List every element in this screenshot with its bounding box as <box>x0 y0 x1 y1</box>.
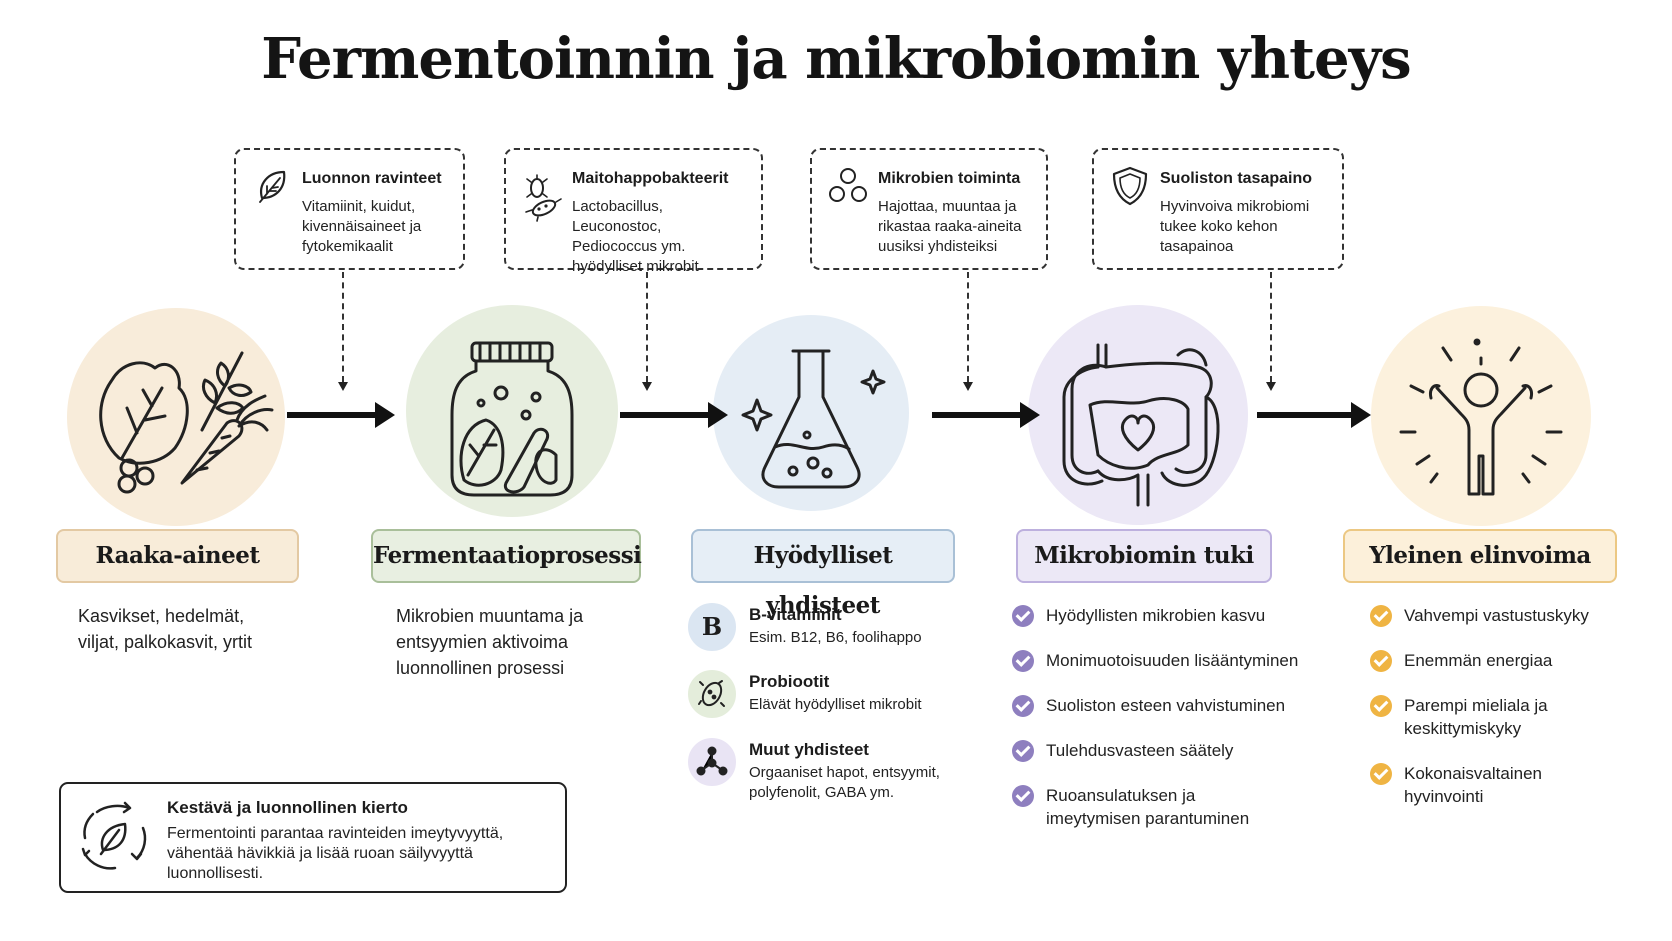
sustainability-text: Fermentointi parantaa ravinteiden imeyty… <box>167 825 504 882</box>
vitality-benefits-list: Vahvempi vastustuskyky Enemmän energiaa … <box>1370 604 1630 808</box>
person-icon <box>1399 338 1563 496</box>
shield-icon <box>1112 166 1148 206</box>
compound-title: Muut yhdisteet <box>749 740 869 759</box>
check-icon <box>1012 695 1034 717</box>
microbiome-benefits-list: Hyödyllisten mikrobien kasvu Monimuotois… <box>1012 604 1302 830</box>
info-box-text: Lactobacillus, Leuconostoc, Pediococcus … <box>572 198 699 275</box>
list-item: Vahvempi vastustuskyky <box>1370 604 1630 627</box>
check-icon <box>1370 695 1392 717</box>
stage-circle-compounds <box>713 315 909 511</box>
list-item: Monimuotoisuuden lisääntyminen <box>1012 649 1302 672</box>
list-item: Kokonaisvaltainen hyvinvointi <box>1370 762 1584 808</box>
connector-arrowhead <box>963 382 973 391</box>
check-icon <box>1012 650 1034 672</box>
check-icon <box>1370 605 1392 627</box>
probiotic-icon <box>688 670 736 718</box>
list-item: Ruoansulatuksen ja imeytymisen parantumi… <box>1012 784 1276 830</box>
list-item: Hyödyllisten mikrobien kasvu <box>1012 604 1302 627</box>
connector-arrowhead <box>338 382 348 391</box>
stage-circle-microbiome <box>1028 305 1248 525</box>
leaf-icon <box>259 170 286 203</box>
stage-circle-process <box>406 305 618 517</box>
flask-icon <box>741 349 886 489</box>
info-box-text: Vitamiinit, kuidut, kivennäisaineet ja f… <box>302 198 422 255</box>
connector-arrowhead <box>1266 382 1276 391</box>
info-box-bacteria: Maitohappobakteerit Lactobacillus, Leuco… <box>504 148 763 275</box>
connector-arrowhead <box>642 382 652 391</box>
info-box-text: Hajottaa, muuntaa ja rikastaa raaka-aine… <box>878 198 1022 255</box>
connector-line <box>967 272 969 382</box>
flow-arrow <box>287 402 395 428</box>
compound-text: Esim. B12, B6, foolihappo <box>749 629 922 646</box>
compound-item: Probiootit Elävät hyödylliset mikrobit <box>688 670 988 730</box>
info-box-nutrients: Luonnon ravinteet Vitamiinit, kuidut, ki… <box>234 148 465 270</box>
list-item: Tulehdusvasteen säätely <box>1012 739 1302 762</box>
info-box-gut-balance: Suoliston tasapaino Hyvinvoiva mikrobiom… <box>1092 148 1344 270</box>
stage-label-process: Fermentaatioprosessi <box>371 529 642 583</box>
circles-icon <box>829 168 867 202</box>
info-box-title: Mikrobien toiminta <box>878 170 1021 187</box>
vegetables-icon <box>99 351 274 494</box>
flow-arrow <box>1257 402 1371 428</box>
flow-arrow <box>620 402 728 428</box>
compound-text: Elävät hyödylliset mikrobit <box>749 696 922 713</box>
connector-line <box>646 272 648 382</box>
stage-label-raw: Raaka-aineet <box>56 529 299 583</box>
compound-item: B B-vitamiinit Esim. B12, B6, foolihappo <box>688 603 988 663</box>
connector-line <box>1270 272 1272 382</box>
list-item: Parempi mieliala ja keskittymiskyky <box>1370 694 1584 740</box>
stage-circle-vitality <box>1371 306 1591 526</box>
process-description: Mikrobien muuntama ja entsyymien aktivoi… <box>396 606 584 678</box>
info-box-title: Suoliston tasapaino <box>1160 170 1313 187</box>
sustainability-box: Kestävä ja luonnollinen kierto Fermentoi… <box>59 782 567 893</box>
stage-circle-raw <box>67 308 285 526</box>
intestine-icon <box>1062 343 1220 507</box>
list-item: Enemmän energiaa <box>1370 649 1630 672</box>
molecule-icon <box>688 738 736 786</box>
connector-line <box>342 272 344 382</box>
check-icon <box>1370 763 1392 785</box>
check-icon <box>1012 785 1034 807</box>
sustainability-title: Kestävä ja luonnollinen kierto <box>167 798 408 817</box>
stage-label-microbiome: Mikrobiomin tuki <box>1016 529 1272 583</box>
info-box-title: Maitohappobakteerit <box>572 170 729 187</box>
info-box-title: Luonnon ravinteet <box>302 170 442 187</box>
flow-arrow <box>932 402 1040 428</box>
info-box-text: Hyvinvoiva mikrobiomi tukee koko kehon t… <box>1160 198 1310 255</box>
compound-item: Muut yhdisteet Orgaaniset hapot, entsyym… <box>688 738 988 801</box>
jar-icon <box>450 341 574 497</box>
page-title: Fermentoinnin ja mikrobiomin yhteys <box>261 26 1411 92</box>
check-icon <box>1012 605 1034 627</box>
stage-label-vitality: Yleinen elinvoima <box>1343 529 1617 583</box>
list-item: Suoliston esteen vahvistuminen <box>1012 694 1302 717</box>
compound-title: Probiootit <box>749 672 830 691</box>
raw-materials-description: Kasvikset, hedelmät, viljat, palkokasvit… <box>78 606 253 652</box>
cycle-leaf-icon <box>81 801 147 870</box>
bacteria-icon <box>525 174 562 222</box>
check-icon <box>1012 740 1034 762</box>
stage-label-compounds: Hyödylliset yhdisteet <box>691 529 955 619</box>
compound-text: Orgaaniset hapot, entsyymit, polyfenolit… <box>749 764 940 801</box>
b-vitamin-icon: B <box>688 603 736 651</box>
info-box-microbe-action: Mikrobien toiminta Hajottaa, muuntaa ja … <box>810 148 1048 270</box>
compound-title: B-vitamiinit <box>749 605 842 624</box>
check-icon <box>1370 650 1392 672</box>
